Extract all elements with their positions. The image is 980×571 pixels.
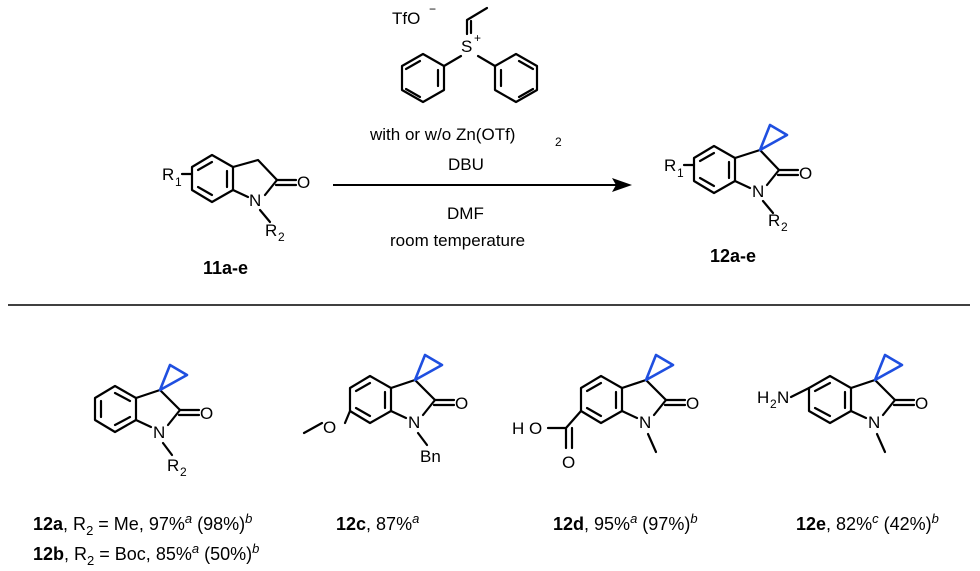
cyclopropane-ring bbox=[413, 353, 444, 382]
conditions-line4: room temperature bbox=[390, 231, 525, 250]
phenyl-ring-right bbox=[493, 52, 539, 104]
svg-text:N: N bbox=[752, 182, 764, 201]
result-12c: 12c, 87%a bbox=[336, 511, 419, 534]
cyclopropane-ring bbox=[158, 363, 189, 392]
svg-text:O: O bbox=[323, 418, 336, 437]
conditions-line1: with or w/o Zn(OTf) bbox=[369, 125, 515, 144]
svg-text:O: O bbox=[297, 173, 310, 192]
svg-text:N: N bbox=[639, 413, 651, 432]
svg-text:N: N bbox=[153, 423, 165, 442]
svg-text:1: 1 bbox=[175, 175, 182, 189]
triflate-charge: − bbox=[429, 2, 436, 16]
svg-text:O: O bbox=[455, 394, 468, 413]
result-12b: 12b, R2 = Boc, 85%a (50%)b bbox=[33, 541, 259, 568]
lactam-ring bbox=[231, 158, 279, 199]
svg-text:O: O bbox=[799, 164, 812, 183]
conditions-line1-sub: 2 bbox=[555, 135, 562, 149]
svg-text:Bn: Bn bbox=[420, 447, 441, 466]
structure-12c: O O N Bn bbox=[302, 353, 468, 466]
svg-text:N: N bbox=[777, 388, 789, 407]
svg-text:2: 2 bbox=[770, 397, 777, 411]
conditions-line2: DBU bbox=[448, 155, 484, 174]
triflate-label: TfO bbox=[392, 9, 420, 28]
svg-text:R: R bbox=[265, 221, 277, 240]
sulfur-charge: + bbox=[474, 31, 481, 45]
yield-results: 12a, R2 = Me, 97%a (98%)b 12b, R2 = Boc,… bbox=[33, 511, 939, 568]
svg-text:1: 1 bbox=[677, 166, 684, 180]
spirooxindole-product: R 1 O N R 2 12a-e bbox=[664, 123, 812, 266]
svg-text:R: R bbox=[162, 165, 174, 184]
phenyl-ring-left bbox=[400, 52, 446, 104]
svg-text:H: H bbox=[757, 388, 769, 407]
oxindole-starting-material: R 1 O N R 2 11a-e bbox=[162, 153, 310, 278]
svg-text:N: N bbox=[249, 191, 261, 210]
cyclopropane-ring bbox=[758, 123, 789, 152]
svg-text:O: O bbox=[562, 453, 575, 472]
reaction-arrow bbox=[333, 178, 632, 192]
s-phenyl-bonds bbox=[442, 54, 497, 68]
cyclopropane-ring bbox=[873, 353, 904, 382]
result-12e: 12e, 82%c (42%)b bbox=[796, 511, 939, 534]
svg-text:R: R bbox=[664, 156, 676, 175]
svg-text:2: 2 bbox=[781, 220, 788, 234]
svg-text:2: 2 bbox=[278, 230, 285, 244]
vinyl-group bbox=[465, 6, 489, 36]
sulfonium-reagent: TfO − S + bbox=[392, 2, 539, 104]
svg-text:H O: H O bbox=[512, 419, 542, 438]
conditions-line3: DMF bbox=[447, 204, 484, 223]
svg-text:O: O bbox=[200, 404, 213, 423]
reaction-conditions: with or w/o Zn(OTf) 2 DBU DMF room tempe… bbox=[369, 125, 562, 250]
sm-compound-label: 11a-e bbox=[203, 258, 248, 278]
svg-text:N: N bbox=[408, 413, 420, 432]
result-12a: 12a, R2 = Me, 97%a (98%)b bbox=[33, 511, 252, 538]
svg-text:2: 2 bbox=[180, 465, 187, 479]
result-12d: 12d, 95%a (97%)b bbox=[553, 511, 698, 534]
svg-text:R: R bbox=[768, 211, 780, 230]
svg-text:N: N bbox=[868, 413, 880, 432]
structure-12e: H 2 N O N bbox=[757, 353, 928, 454]
svg-text:O: O bbox=[686, 394, 699, 413]
cyclopropane-ring bbox=[644, 353, 675, 382]
structure-12ab: O N R 2 bbox=[93, 363, 213, 479]
sulfur-label: S bbox=[461, 37, 472, 56]
structure-12d: H O O O N bbox=[512, 353, 699, 472]
lactam-ring bbox=[733, 148, 781, 190]
svg-text:R: R bbox=[167, 456, 179, 475]
svg-text:O: O bbox=[915, 394, 928, 413]
product-compound-label: 12a-e bbox=[710, 246, 756, 266]
